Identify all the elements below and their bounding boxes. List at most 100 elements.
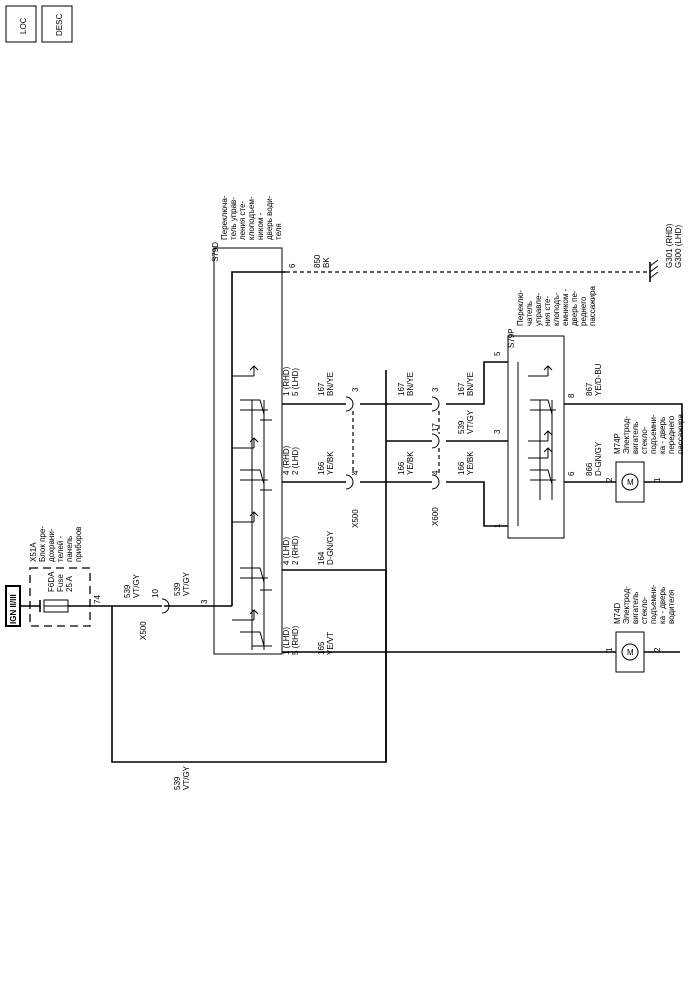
svg-text:539: 539 (123, 584, 132, 598)
svg-text:1: 1 (493, 523, 502, 528)
svg-text:5 (LHD): 5 (LHD) (291, 368, 300, 396)
x500-label-lower: X500 (139, 621, 148, 640)
svg-text:D-GN/GY: D-GN/GY (594, 441, 603, 476)
svg-text:VT/GY: VT/GY (182, 571, 191, 596)
x500-label: X500 (351, 509, 360, 528)
svg-text:5: 5 (493, 351, 502, 356)
svg-text:тель управ-: тель управ- (229, 197, 238, 240)
svg-text:866: 866 (585, 462, 594, 476)
svg-text:539: 539 (173, 776, 182, 790)
svg-text:BK: BK (322, 257, 331, 268)
svg-text:166: 166 (317, 461, 326, 475)
svg-text:BN/YE: BN/YE (406, 372, 415, 396)
svg-text:BN/YE: BN/YE (326, 372, 335, 396)
svg-text:2 (RHD): 2 (RHD) (291, 535, 300, 565)
fuse-id: F6DA (47, 571, 56, 592)
ign-supply: IGN II/III (5, 585, 21, 627)
svg-text:переднего: переднего (667, 415, 676, 454)
svg-text:D-GN/GY: D-GN/GY (326, 530, 335, 565)
s79d-switch-outline (213, 247, 283, 655)
svg-text:управле-: управле- (534, 293, 543, 326)
svg-text:теля: теля (274, 223, 283, 240)
svg-text:вигатель: вигатель (631, 422, 640, 454)
svg-text:8: 8 (567, 393, 576, 398)
x600-connector: X600 17 (431, 396, 440, 526)
svg-text:1: 1 (653, 477, 662, 482)
fuse-pin: 74 (93, 595, 102, 604)
svg-text:VT/GY: VT/GY (466, 409, 475, 434)
svg-text:YE/BK: YE/BK (406, 451, 415, 475)
svg-text:Переключа-: Переключа- (220, 195, 229, 240)
svg-text:6: 6 (288, 263, 297, 268)
svg-text:панель: панель (65, 536, 74, 562)
svg-text:YE/VT: YE/VT (326, 632, 335, 655)
svg-text:M: M (627, 478, 634, 487)
m74d-motor: M 1 2 M74D Электрод- вигатель стекло- по… (605, 584, 680, 673)
m74d-motor-icon (621, 643, 639, 661)
ground-symbol: G301 (RHD) G300 (LHD) (649, 223, 683, 282)
s79p-id: S79P (507, 328, 516, 348)
x500-connector: X500 (345, 396, 360, 528)
svg-text:3: 3 (493, 429, 502, 434)
svg-text:Fuse: Fuse (56, 574, 65, 592)
svg-text:дохрани-: дохрани- (47, 528, 56, 562)
x600-label: X600 (431, 507, 440, 526)
svg-text:2 (LHD): 2 (LHD) (291, 447, 300, 475)
svg-text:ка - дверь: ка - дверь (658, 587, 667, 624)
svg-text:167: 167 (457, 382, 466, 396)
wire-166-yebk (282, 481, 508, 527)
svg-text:10: 10 (151, 589, 160, 598)
svg-text:YE/BK: YE/BK (466, 451, 475, 475)
svg-text:ления сте-: ления сте- (238, 200, 247, 240)
svg-text:дверь пе-: дверь пе- (570, 290, 579, 326)
svg-text:пассажира: пассажира (676, 414, 685, 455)
svg-text:4: 4 (431, 470, 440, 475)
s79p-switch-outline (507, 335, 565, 539)
loc-badge: LOC (5, 5, 37, 43)
svg-text:Блок пре-: Блок пре- (38, 526, 47, 562)
svg-text:166: 166 (397, 461, 406, 475)
m74d-id: M74D (613, 602, 622, 624)
svg-text:телей -: телей - (56, 535, 65, 562)
s79d-id: S79D (211, 242, 220, 262)
svg-text:ния сте-: ния сте- (543, 296, 552, 326)
svg-text:дверь води-: дверь води- (265, 195, 274, 240)
svg-text:2: 2 (605, 477, 614, 482)
svg-text:клоподъ-: клоподъ- (552, 292, 561, 326)
svg-text:YE/BK: YE/BK (326, 451, 335, 475)
loc-badge-label: LOC (19, 17, 28, 34)
svg-text:Электрод-: Электрод- (622, 586, 631, 624)
svg-text:167: 167 (317, 382, 326, 396)
svg-text:5 (RHD): 5 (RHD) (291, 625, 300, 655)
svg-text:M: M (627, 648, 634, 657)
svg-text:стекло-: стекло- (640, 596, 649, 624)
svg-text:165: 165 (317, 641, 326, 655)
s79p-label: S79P Переклю- чатель управле- ния сте- к… (507, 286, 597, 349)
s79d-internal-bus (231, 271, 286, 606)
svg-text:850: 850 (313, 254, 322, 268)
svg-text:167: 167 (397, 382, 406, 396)
svg-text:VT/GY: VT/GY (132, 573, 141, 598)
svg-text:Электрод-: Электрод- (622, 416, 631, 454)
svg-text:вигатель: вигатель (631, 592, 640, 624)
m74p-motor-icon (621, 473, 639, 491)
svg-text:Переклю-: Переклю- (516, 290, 525, 326)
fuse-block-outline (29, 567, 91, 627)
svg-text:клоподъем-: клоподъем- (247, 196, 256, 240)
svg-text:1 (RHD): 1 (RHD) (282, 366, 291, 396)
svg-text:1 (LHD): 1 (LHD) (282, 627, 291, 655)
fuse-rating: 25 A (65, 575, 74, 592)
svg-text:539: 539 (173, 582, 182, 596)
svg-text:4: 4 (351, 470, 360, 475)
svg-text:емником -: емником - (561, 288, 570, 326)
desc-badge: DESC (41, 5, 73, 43)
s79d-contacts (232, 365, 272, 650)
fuse-block-label: X51A Блок пре- дохрани- телей - панель п… (29, 526, 83, 562)
svg-text:водителя: водителя (667, 590, 676, 624)
svg-text:BN/YE: BN/YE (466, 372, 475, 396)
svg-text:стекло-: стекло- (640, 426, 649, 454)
svg-text:G300 (LHD): G300 (LHD) (674, 225, 683, 268)
svg-text:чатель: чатель (525, 301, 534, 326)
svg-text:1: 1 (605, 647, 614, 652)
